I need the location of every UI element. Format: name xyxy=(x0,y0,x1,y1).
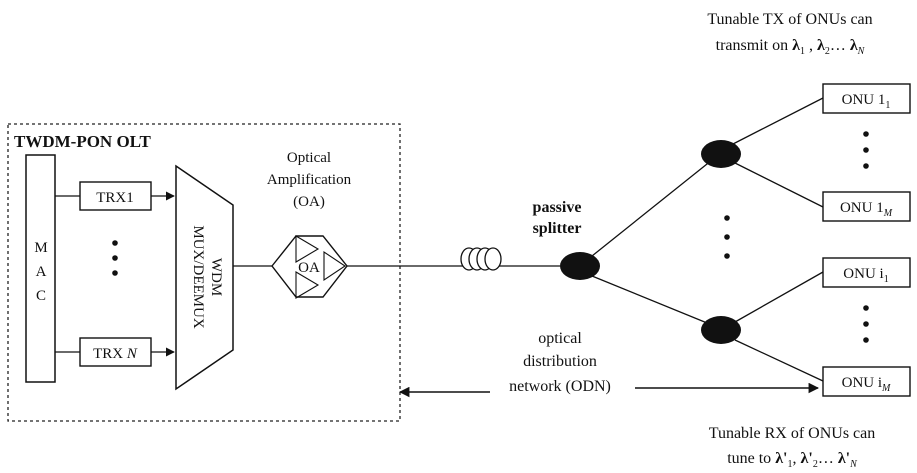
branch-upper xyxy=(591,159,713,257)
onu-i-1-box xyxy=(822,257,911,288)
trx1-label: TRX1 xyxy=(96,190,134,206)
onu-1-1-label: ONU 11 xyxy=(842,92,891,111)
drop-onu-i-m xyxy=(734,339,824,382)
onu-i-m-box xyxy=(822,366,911,397)
tx-note-line1: Tunable TX of ONUs can xyxy=(707,11,872,28)
oa-heading-3: (OA) xyxy=(293,194,325,210)
mac-letter-a: A xyxy=(36,264,47,280)
trx-dot-3 xyxy=(112,270,118,276)
onu-1-m-label: ONU 1M xyxy=(840,200,893,219)
mux-label-line1: WDM xyxy=(208,258,224,296)
mac-letter-c: C xyxy=(36,288,46,304)
onu-i-1-label: ONU i1 xyxy=(843,266,888,285)
onu-group1-dot-2 xyxy=(863,147,869,153)
mac-letter-m: M xyxy=(34,240,47,256)
olt-boundary xyxy=(7,123,401,422)
onu-group1-dots xyxy=(863,131,869,137)
trx1-box xyxy=(79,181,152,211)
onu-1-m-box xyxy=(822,191,911,222)
rx-note-line2: tune to λ'1, λ'2… λ'N xyxy=(727,450,858,470)
mac-block xyxy=(25,154,56,383)
trx-dots xyxy=(112,240,118,246)
oa-heading-1: Optical xyxy=(287,150,331,166)
wdm-mux-demux xyxy=(175,164,234,391)
trxn-box xyxy=(79,337,152,367)
oa-heading-2: Amplification xyxy=(267,172,352,188)
splitter-label-2: splitter xyxy=(533,220,582,237)
mux-label-line2: MUX/DEEMUX xyxy=(190,225,206,328)
onu-group2-dot-3 xyxy=(863,337,869,343)
splitter-upper xyxy=(701,140,741,168)
onu-group1-dot-3 xyxy=(863,163,869,169)
onu-i-m-label: ONU iM xyxy=(842,375,891,394)
drop-onu-1-m xyxy=(734,162,824,208)
onu-group2-dot-2 xyxy=(863,321,869,327)
branch-dot-2 xyxy=(724,234,730,240)
oa-box-label: OA xyxy=(298,260,320,276)
branch-dot-3 xyxy=(724,253,730,259)
drop-onu-1-1 xyxy=(732,97,824,145)
splitter-label-1: passive xyxy=(533,199,582,216)
branch-lower xyxy=(591,275,713,326)
oa-triangle-right xyxy=(323,250,346,282)
oa-triangle-up xyxy=(295,235,320,263)
rx-note-line1: Tunable RX of ONUs can xyxy=(709,425,876,442)
trxn-label: TRX N xyxy=(93,346,138,362)
passive-splitter xyxy=(560,252,600,280)
odn-label-1: optical xyxy=(538,330,582,347)
odn-label-2: distribution xyxy=(523,353,597,370)
onu-group2-dots xyxy=(863,305,869,311)
odn-label-3: network (ODN) xyxy=(509,378,611,395)
splitter-lower xyxy=(701,316,741,344)
trx-dot-2 xyxy=(112,255,118,261)
tx-note-line2: transmit on λ1 , λ2… λN xyxy=(716,37,866,57)
oa-triangle-down xyxy=(295,271,320,299)
drop-onu-i-1 xyxy=(734,271,824,323)
fiber-spool-icon xyxy=(460,247,502,271)
olt-title: TWDM-PON OLT xyxy=(14,132,151,151)
branch-dots xyxy=(724,215,730,221)
onu-1-1-box xyxy=(822,83,911,114)
